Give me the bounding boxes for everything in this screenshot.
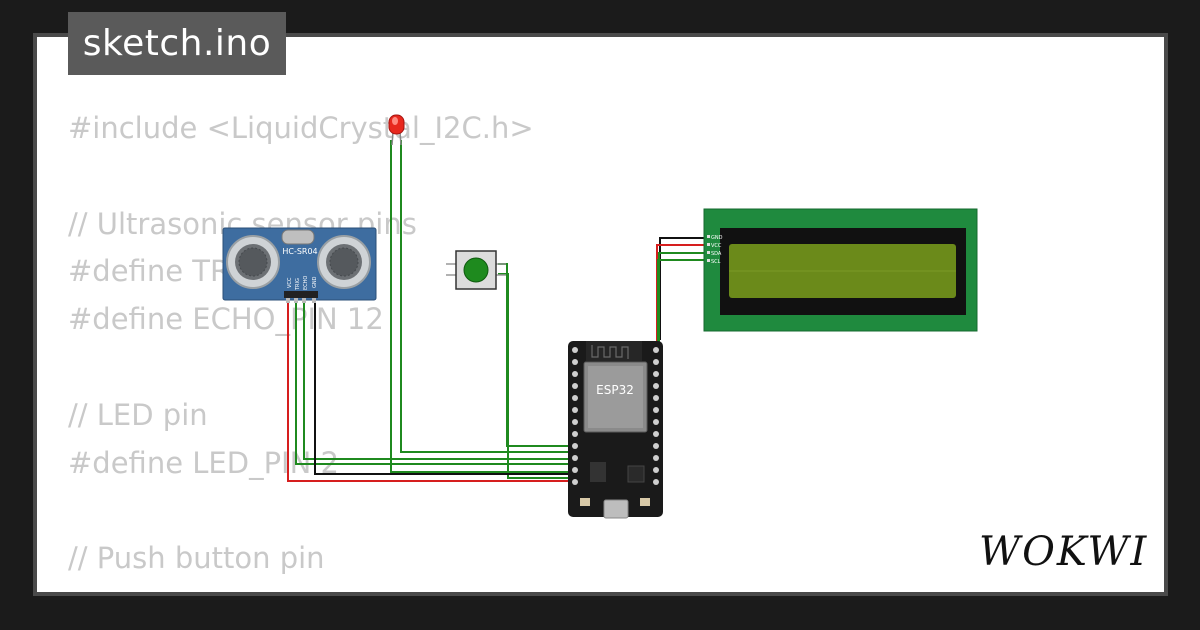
ultrasonic-pin-trig: TRIG [295,278,301,291]
wire-us-trig [295,300,568,465]
wire-us-echo [303,300,568,460]
code-preview: #include <LiquidCrystal_I2C.h> // Ultras… [68,105,534,592]
code-line: // LED pin [68,397,208,432]
wire-button-2 [498,273,568,479]
ultrasonic-pin-vcc: VCC [287,277,293,288]
ultrasonic-pin-gnd: GND [312,276,318,288]
code-line: #include <LiquidCrystal_I2C.h> [68,111,534,145]
wire-lcd-vcc [656,244,706,480]
wire-lcd-sda [658,252,706,355]
pushbutton-component[interactable] [446,250,506,290]
wire-us-vcc [287,300,660,482]
lcd-display[interactable]: GND VCC SDA SCL [703,208,978,332]
lcd-pin-vcc: VCC [711,243,722,249]
lcd-pin-sda: SDA [711,251,722,257]
wire-us-gnd [314,300,568,475]
ultrasonic-model-label: HC-SR04 [282,247,317,256]
esp32-label: ESP32 [596,383,634,397]
wokwi-logo: WOKWI [979,529,1148,575]
code-line: #define ECHO_PIN 12 [68,302,384,337]
ultrasonic-pin-echo: ECHO [303,276,309,290]
lcd-pin-gnd: GND [711,235,723,241]
code-line: #define LED_PIN 2 [68,445,339,480]
code-line: #define BUTTON_PIN 4 [68,583,534,592]
esp32-board[interactable]: ESP32 [568,341,663,519]
wire-led-1 [390,140,568,473]
file-tab[interactable]: sketch.ino [68,12,286,75]
ultrasonic-sensor[interactable]: HC-SR04 VCC TRIG ECHO GND [222,227,377,303]
wire-lcd-scl [657,259,706,470]
esp32-right-pins [653,347,659,485]
wire-led-2 [400,140,568,453]
wokwi-logo-text: WOKWI [979,529,1148,575]
code-line: // Push button pin [68,541,325,576]
esp32-left-pins [572,347,578,485]
led-component[interactable] [388,114,405,146]
lcd-pin-scl: SCL [711,259,721,265]
